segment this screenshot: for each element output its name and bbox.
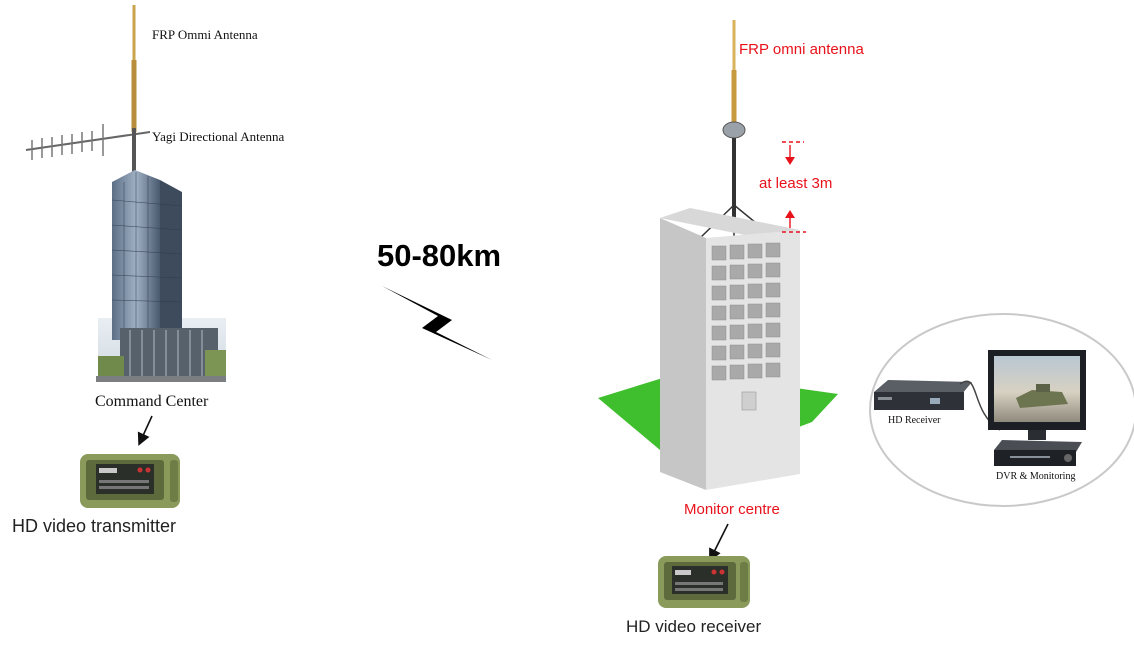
command-center-tower [25,5,226,382]
receiver-case-icon [658,556,750,608]
receiver-label: HD video receiver [626,617,762,636]
transmitter-case-icon [80,454,180,508]
distance-label: 50-80km [377,238,502,273]
dvr-monitoring-label: DVR & Monitoring [996,471,1076,482]
pointer-arrow [709,523,729,562]
omni-antenna-label-right: FRP omni antenna [739,41,864,58]
wireless-link-icon [382,286,492,360]
monitoring-setup [869,313,1134,507]
transmitter-label: HD video transmitter [12,516,177,536]
building-window-grid [711,242,781,381]
monitor-centre-building [598,20,838,490]
height-note-label: at least 3m [759,175,833,192]
hd-receiver-label: HD Receiver [888,415,941,426]
height-dimension [782,141,806,233]
dvr-icon [994,440,1082,466]
pointer-arrow [137,415,153,446]
yagi-antenna-icon [25,124,151,175]
monitor-centre-label: Monitor centre [684,501,780,518]
hd-receiver-icon [874,380,972,410]
command-center-label: Command Center [95,393,209,410]
yagi-antenna-label: Yagi Directional Antenna [152,129,285,144]
monitor-icon [988,350,1086,440]
omni-antenna-label-left: FRP Ommi Antenna [152,27,258,42]
